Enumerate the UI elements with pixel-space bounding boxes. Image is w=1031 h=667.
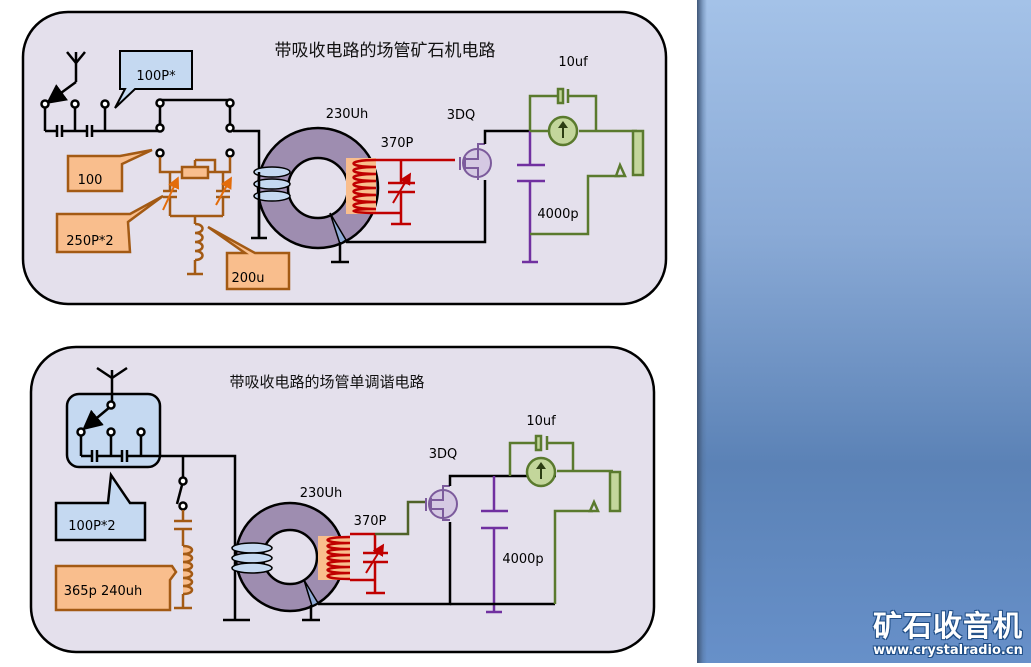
tuning-cap-label-2: 370P: [354, 514, 387, 529]
antenna-icon-2: [82, 366, 128, 431]
tap-winding-2: [303, 579, 320, 608]
tuning-cap-label: 370P: [381, 136, 414, 151]
logo-title: 矿石收音机: [872, 609, 1023, 643]
primary-winding: [253, 166, 291, 202]
tuning-cap-arrow: [392, 172, 412, 204]
side-panel: 矿石收音机 www.crystalradio.cn: [697, 0, 1031, 663]
slide-canvas: 带吸收电路的场管矿石机电路: [21, 10, 668, 654]
preselector-network: [158, 157, 232, 276]
drain-wire-2: [448, 474, 556, 486]
gate-wire-2: [375, 500, 425, 536]
inductor-label: 230Uh: [326, 107, 369, 122]
callout-pot-label: 100: [78, 173, 103, 188]
antenna-selector-switch-2: [76, 400, 250, 622]
band-switch: [155, 98, 267, 240]
bypass-cap-label: 4000p: [537, 207, 578, 222]
meter-circuit-2: [508, 434, 622, 604]
callout-antenna-caps: 100P*: [114, 50, 193, 109]
ammeter-icon: [547, 115, 579, 147]
callout-pot: 100: [66, 148, 153, 193]
side-panel-shadow: [697, 0, 707, 663]
callout-coil: 200u: [207, 225, 291, 291]
drain-wire: [483, 129, 530, 144]
circuit-1-title: 带吸收电路的场管矿石机电路: [275, 41, 496, 61]
logo-url: www.crystalradio.cn: [873, 643, 1023, 658]
source-wire: [346, 180, 487, 244]
tuning-capacitor-2: [350, 532, 388, 595]
antenna-selector-switch: [40, 99, 162, 137]
bypass-cap-label-2: 4000p: [502, 552, 543, 567]
site-logo: 矿石收音机 www.crystalradio.cn: [873, 609, 1023, 659]
callout-varicaps: 250P*2: [55, 194, 164, 254]
circuit-panel-1: 带吸收电路的场管矿石机电路: [21, 10, 668, 306]
circuit-2-title: 带吸收电路的场管单调谐电路: [229, 373, 424, 391]
tap-winding: [329, 212, 348, 246]
electrolytic-label: 10uf: [558, 55, 588, 70]
toroid-inductor: 230Uh: [253, 107, 380, 250]
trap-lc: [174, 510, 194, 610]
callout-antenna-caps-2-label: 100P*2: [68, 519, 115, 534]
antenna-icon: [45, 51, 86, 104]
toroid-inductor-2: 230Uh: [231, 486, 351, 613]
callout-varicaps-label: 250P*2: [66, 234, 113, 249]
ammeter-icon-2: [525, 456, 557, 488]
circuit-panel-2: 带吸收电路的场管单调谐电路: [29, 345, 656, 654]
inductor-label-2: 230Uh: [300, 486, 343, 501]
bypass-capacitor-2: [481, 476, 508, 614]
fet-transistor-icon: [459, 143, 492, 180]
callout-trap: 365p 240uh: [54, 564, 178, 612]
callout-antenna-caps-label: 100P*: [136, 69, 176, 84]
secondary-winding-2: [326, 535, 351, 581]
callout-antenna-caps-2: 100P*2: [54, 471, 147, 542]
fet-transistor-icon-2: [425, 485, 458, 521]
bypass-capacitor: [517, 131, 545, 264]
electrolytic-label-2: 10uf: [526, 414, 556, 429]
transistor-label: 3DQ: [447, 108, 476, 123]
callout-coil-label: 200u: [231, 271, 264, 286]
varicap-arrow-2: [215, 176, 232, 206]
circuit-diagrams: 带吸收电路的场管矿石机电路: [21, 10, 668, 654]
transistor-label-2: 3DQ: [429, 447, 458, 462]
meter-circuit: [528, 87, 645, 236]
callout-trap-label: 365p 240uh: [64, 584, 143, 599]
tuning-cap-arrow-2: [365, 543, 385, 574]
varicap-arrow-1: [162, 176, 180, 211]
secondary-winding: [346, 158, 377, 215]
